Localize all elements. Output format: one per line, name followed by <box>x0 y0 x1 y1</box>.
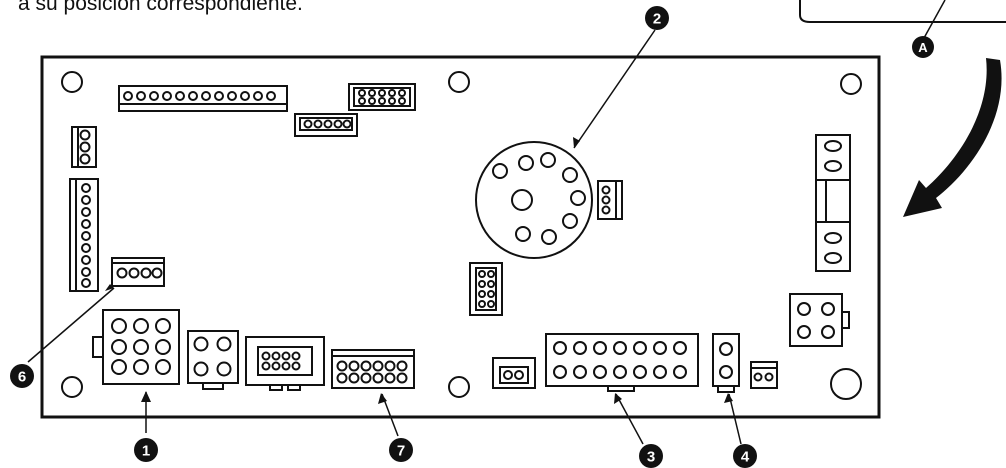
callout-6: 6 <box>10 364 34 388</box>
top-small-connector <box>294 113 358 137</box>
rotation-arrow-icon <box>903 58 1002 217</box>
instruction-caption: a su posición correspondiente. <box>18 0 303 15</box>
small-two-pin-connector <box>492 357 536 389</box>
mounting-hole-bottom-middle <box>448 376 470 398</box>
svg-text:A: A <box>918 40 928 55</box>
mounting-hole-bottom-left <box>61 376 83 398</box>
right-small-connector <box>750 361 778 389</box>
round-side-connector <box>597 180 623 220</box>
bottom-middle-connector <box>245 336 325 391</box>
right-vertical-connector <box>815 134 851 272</box>
svg-text:1: 1 <box>142 443 150 460</box>
large-mounting-hole <box>830 368 862 400</box>
callout-a: A <box>912 36 934 58</box>
leader-arrowheads <box>105 137 733 404</box>
callout-4: 4 <box>733 444 757 468</box>
mounting-hole-top-left <box>61 71 83 93</box>
top-header-connector <box>118 85 288 112</box>
svg-text:4: 4 <box>741 449 750 466</box>
connector-3 <box>545 333 699 392</box>
mounting-hole-top-middle <box>448 71 470 93</box>
connector-4 <box>712 333 740 393</box>
right-square-connector <box>789 293 850 347</box>
leader-lines <box>27 0 946 445</box>
left-vertical-header <box>69 178 99 292</box>
mounting-hole-top-right <box>840 73 862 95</box>
center-vertical-connector <box>469 262 503 316</box>
svg-text:3: 3 <box>647 449 655 466</box>
callout-3: 3 <box>639 444 663 468</box>
round-connector-2 <box>475 141 593 259</box>
svg-text:6: 6 <box>18 369 26 386</box>
top-right-connector <box>348 83 416 111</box>
connector-6 <box>111 257 165 287</box>
cover-panel <box>799 0 1006 23</box>
svg-text:2: 2 <box>653 11 661 28</box>
left-small-connector <box>71 126 97 168</box>
bottom-square-connector <box>187 330 239 390</box>
callout-7: 7 <box>389 438 413 462</box>
connector-1 <box>92 309 180 385</box>
circuit-board <box>40 55 881 419</box>
svg-text:7: 7 <box>397 443 405 460</box>
connector-7 <box>331 349 415 389</box>
callout-2: 2 <box>645 6 669 30</box>
callout-1: 1 <box>134 438 158 462</box>
